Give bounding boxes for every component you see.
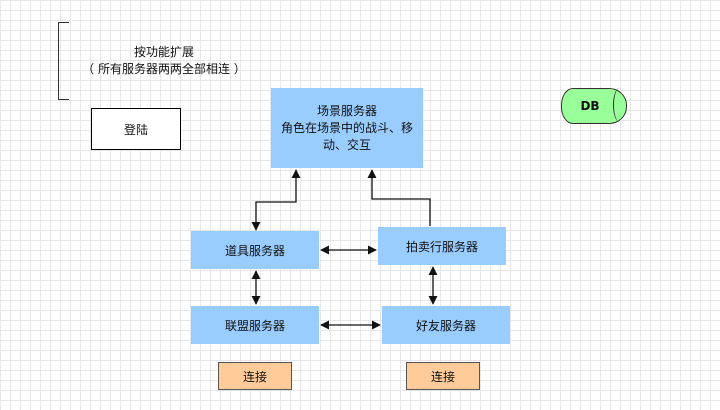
annotation-note: 按功能扩展 （ 所有服务器两两全部相连 ）	[74, 44, 254, 78]
db-node[interactable]: DB	[561, 88, 627, 124]
auction-server-node[interactable]: 拍卖行服务器	[378, 227, 506, 265]
league-server-label: 联盟服务器	[224, 318, 285, 333]
item-server-node[interactable]: 道具服务器	[191, 231, 319, 269]
connect-node-right[interactable]: 连接	[406, 362, 480, 390]
friend-server-label: 好友服务器	[415, 318, 476, 333]
friend-server-node[interactable]: 好友服务器	[382, 306, 510, 344]
link-auction-scene	[367, 169, 431, 226]
connect-left-label: 连接	[242, 369, 267, 384]
link-item-scene	[251, 169, 301, 231]
annotation-line-2: （ 所有服务器两两全部相连 ）	[82, 62, 246, 76]
item-server-label: 道具服务器	[224, 243, 285, 258]
scene-server-desc-1: 角色在场景中的战斗、移	[280, 120, 413, 135]
scene-server-desc-2: 动、交互	[322, 137, 371, 152]
connect-right-label: 连接	[430, 369, 455, 384]
annotation-bracket	[58, 22, 69, 100]
scene-server-title: 场景服务器	[316, 103, 377, 118]
db-label: DB	[580, 99, 600, 113]
auction-server-label: 拍卖行服务器	[405, 239, 478, 254]
login-node[interactable]: 登陆	[91, 108, 181, 150]
annotation-line-1: 按功能扩展	[133, 45, 194, 59]
scene-server-node[interactable]: 场景服务器 角色在场景中的战斗、移 动、交互	[271, 88, 423, 168]
league-server-node[interactable]: 联盟服务器	[191, 306, 319, 344]
connect-node-left[interactable]: 连接	[218, 362, 292, 390]
login-label: 登陆	[123, 122, 148, 137]
db-cylinder-cap	[613, 88, 626, 122]
